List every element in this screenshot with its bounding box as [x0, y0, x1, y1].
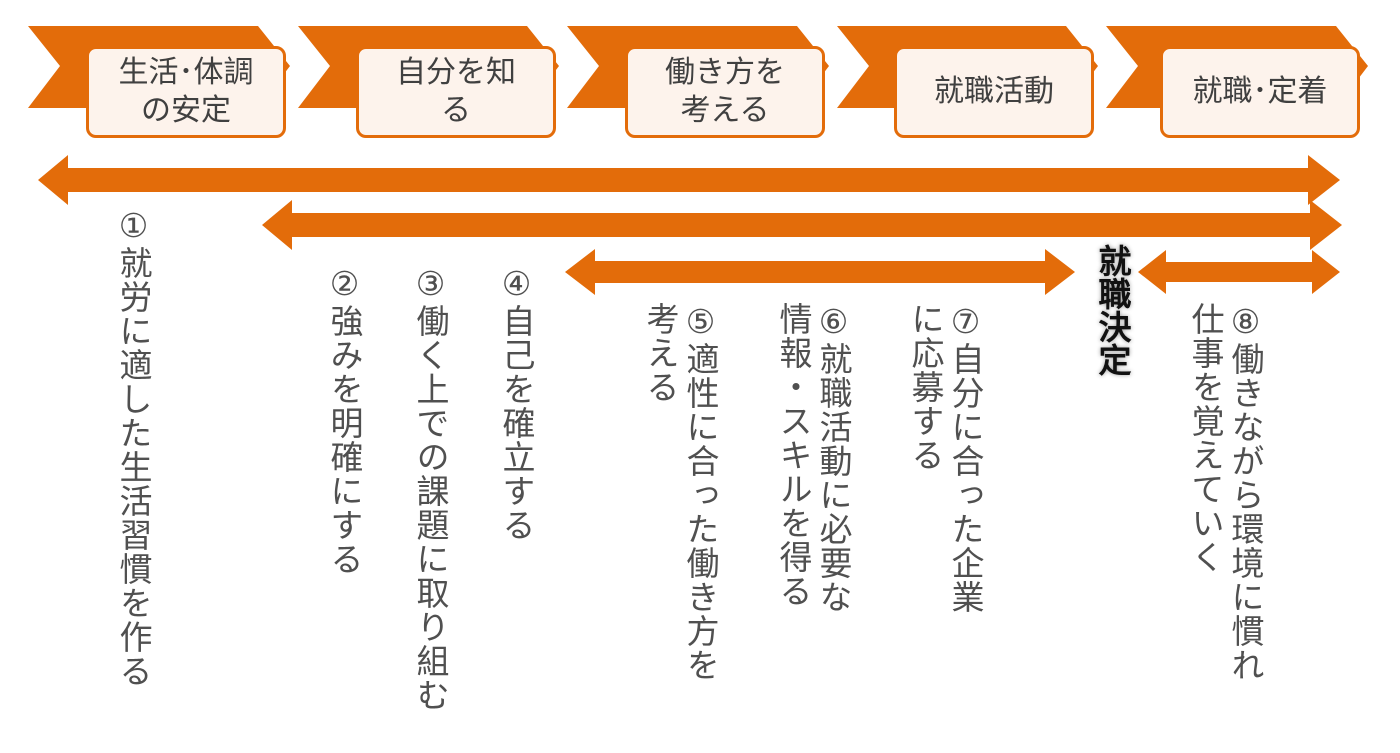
step-box-self-knowledge: 自分を知 る: [356, 46, 556, 138]
item-6-text: ⑥就職活動に必要な 情報・スキルを得る: [773, 302, 853, 614]
arrow-item-8: [1138, 250, 1340, 294]
item-line: ⑥就職活動に必要な: [814, 302, 853, 614]
step-label-line: 就職･定着: [1192, 74, 1328, 109]
item-5-text: ⑤適性に合った働き方を 考える: [640, 302, 720, 682]
step-label-line: 生活･体調: [118, 55, 254, 90]
step-label-line: る: [441, 93, 471, 128]
step-label-line: 働き方を: [665, 55, 785, 90]
step-label: 就職活動: [934, 73, 1054, 111]
item-8-text: ⑧働きながら環境に慣れ 仕事を覚えていく: [1185, 302, 1265, 682]
step-label-line: 自分を知: [396, 55, 516, 90]
arrow-items-5-7: [565, 249, 1075, 295]
item-line: ⑧働きながら環境に慣れ: [1226, 302, 1265, 682]
item-2-text: ②強みを明確にする: [324, 264, 364, 576]
item-line: 情報・スキルを得る: [774, 302, 813, 608]
item-3-text: ③働く上での課題に取り組む: [410, 264, 450, 712]
step-box-job-hunting: 就職活動: [894, 46, 1094, 138]
item-1-text: ①就労に適した生活習慣を作る: [113, 206, 153, 688]
item-line: に応募する: [906, 302, 945, 472]
item-line: ④自己を確立する: [497, 264, 536, 542]
range-arrows: [38, 155, 1342, 295]
item-line: ⑦自分に合った企業: [946, 302, 985, 614]
step-box-work-style: 働き方を 考える: [625, 46, 825, 138]
item-line: 仕事を覚えていく: [1186, 302, 1225, 574]
step-label-line: 就職活動: [934, 74, 1054, 109]
arrow-items-2-4: [262, 200, 1342, 250]
item-line: ①就労に適した生活習慣を作る: [114, 206, 153, 688]
item-4-text: ④自己を確立する: [496, 264, 536, 542]
step-label: 働き方を 考える: [665, 54, 785, 130]
step-label-line: の安定: [141, 93, 231, 128]
step-label: 自分を知 る: [396, 54, 516, 130]
item-7-text: ⑦自分に合った企業 に応募する: [905, 302, 985, 614]
item-line: ③働く上での課題に取り組む: [411, 264, 450, 712]
step-label-line: 考える: [680, 93, 770, 128]
step-label: 生活･体調 の安定: [119, 54, 254, 130]
step-label: 就職･定着: [1193, 73, 1328, 111]
step-box-employment-retention: 就職･定着: [1160, 46, 1360, 138]
item-line: ②強みを明確にする: [325, 264, 364, 576]
arrow-item-1: [38, 155, 1340, 205]
employment-decision-label: 就職決定: [1093, 244, 1132, 376]
step-box-stability: 生活･体調 の安定: [86, 46, 286, 138]
item-line: 考える: [641, 302, 680, 404]
item-line: ⑤適性に合った働き方を: [681, 302, 720, 682]
